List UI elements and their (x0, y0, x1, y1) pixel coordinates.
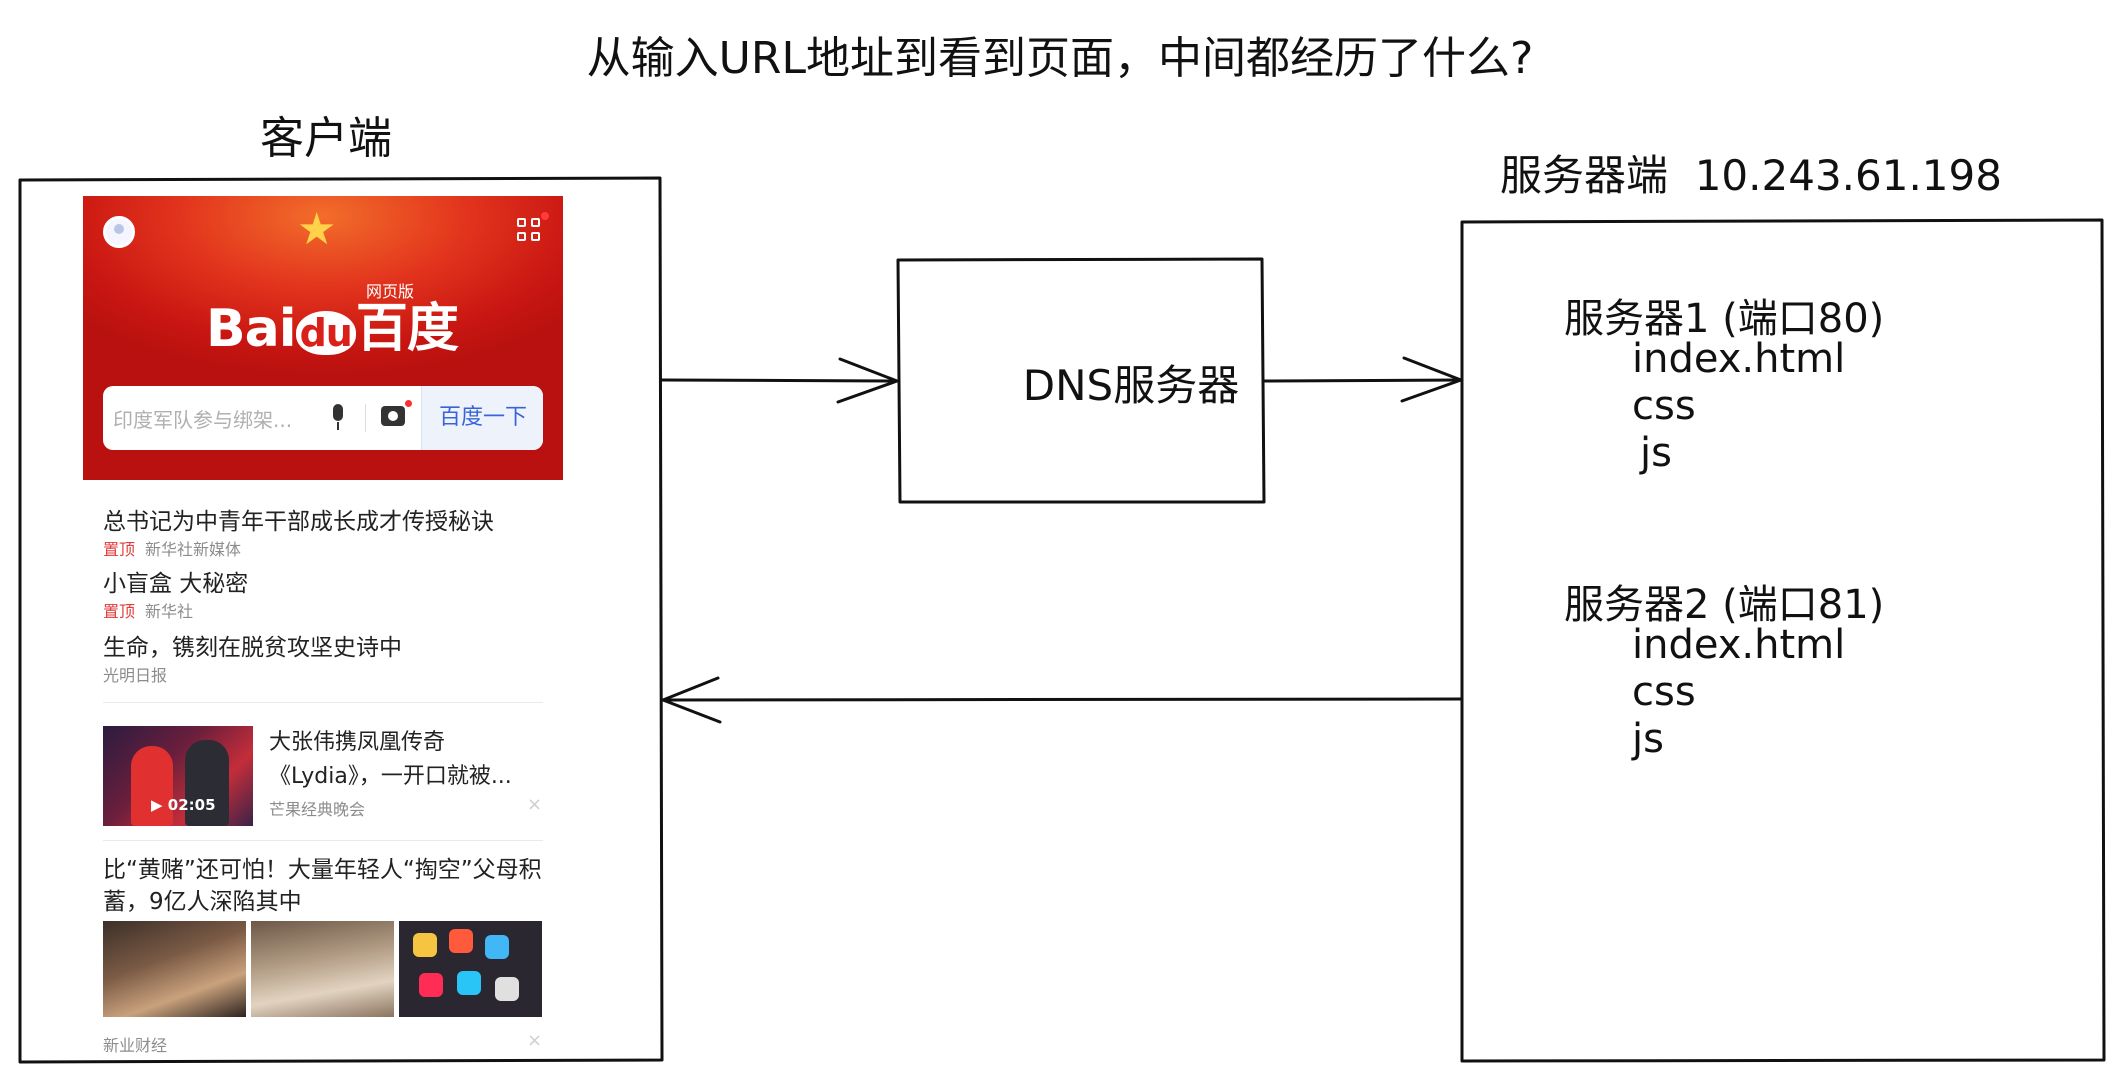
notification-dot (541, 212, 549, 220)
news-meta: 置顶新华社 (103, 598, 193, 622)
server-2-file: index.html (1632, 622, 1846, 668)
diagram-title: 从输入URL地址到看到页面，中间都经历了什么? (586, 33, 1534, 84)
performer-figure (131, 746, 173, 826)
arrow-client-to-dns (660, 378, 898, 383)
feed-divider (103, 702, 543, 703)
news-title[interactable]: 小盲盒 大秘密 (103, 571, 249, 597)
close-icon[interactable]: × (527, 1030, 543, 1051)
web-version-label: 网页版 (366, 282, 415, 301)
news-title[interactable]: 总书记为中青年干部成长成才传授秘诀 (103, 509, 494, 535)
article-title-line[interactable]: 比“黄赌”还可怕！大量年轻人“掏空”父母积 (103, 857, 542, 883)
article-photo[interactable] (399, 921, 542, 1017)
logo-chinese: 百度 (355, 299, 459, 359)
search-divider (365, 404, 366, 432)
video-title-line[interactable]: 大张伟携凤凰传奇 (269, 730, 446, 755)
news-source: 新华社 (145, 602, 194, 621)
arrow-server-to-client-head (661, 676, 722, 724)
server-box (1460, 218, 2106, 1063)
dns-box (896, 257, 1266, 504)
avatar-icon[interactable] (103, 216, 135, 248)
microphone-icon[interactable] (325, 404, 351, 432)
news-source: 新华社新媒体 (145, 540, 242, 559)
article-photo[interactable] (251, 921, 394, 1017)
dns-server-label: DNS服务器 (1022, 361, 1240, 410)
server-2-file: css (1632, 669, 1696, 715)
camera-badge-dot (405, 400, 412, 407)
close-icon[interactable]: × (527, 794, 543, 815)
arrow-server-to-client (662, 697, 1464, 702)
arrow-dns-to-server-head (1400, 356, 1463, 403)
server-label: 服务器端 10.243.61.198 (1500, 151, 2002, 200)
pinned-badge: 置顶 (103, 602, 136, 621)
server-1-file: css (1632, 383, 1696, 429)
article-photo[interactable] (103, 921, 246, 1017)
client-label: 客户端 (260, 113, 392, 164)
grid-menu-icon[interactable] (517, 218, 543, 244)
search-input[interactable]: 印度军队参与绑架... (113, 408, 293, 432)
server-2-file: js (1632, 716, 1664, 762)
server-2-title: 服务器2 (端口81) (1564, 582, 1885, 628)
client-box (18, 176, 664, 1064)
news-title[interactable]: 生命，镌刻在脱贫攻坚史诗中 (103, 635, 402, 661)
camera-icon[interactable] (381, 406, 405, 426)
logo-paw: du (295, 311, 356, 355)
article-source: 新业财经 (103, 1036, 168, 1055)
arrow-dns-to-server (1262, 378, 1462, 383)
news-meta: 置顶新华社新媒体 (103, 536, 241, 560)
video-thumbnail[interactable]: ▶ 02:05 (103, 726, 253, 826)
star-emblem-icon: ★ (297, 204, 337, 255)
performer-figure (185, 740, 229, 826)
server-1-file: index.html (1632, 336, 1846, 382)
logo-prefix: Bai (206, 299, 297, 359)
arrow-client-to-dns-head (836, 357, 899, 404)
article-title-line[interactable]: 蓄，9亿人深陷其中 (103, 889, 302, 915)
feed-divider (103, 840, 543, 841)
pinned-badge: 置顶 (103, 540, 136, 559)
video-duration: ▶ 02:05 (151, 796, 216, 814)
server-1-title: 服务器1 (端口80) (1564, 296, 1885, 342)
news-meta: 光明日报 (103, 662, 167, 686)
server-1-file: js (1640, 430, 1672, 476)
search-bar[interactable]: 印度军队参与绑架... 百度一下 (103, 386, 543, 450)
news-source: 光明日报 (103, 666, 168, 685)
video-source: 芒果经典晚会 (269, 800, 366, 819)
video-title-line[interactable]: 《Lydia》，一开口就被... (269, 764, 512, 789)
search-button[interactable]: 百度一下 (421, 386, 543, 450)
